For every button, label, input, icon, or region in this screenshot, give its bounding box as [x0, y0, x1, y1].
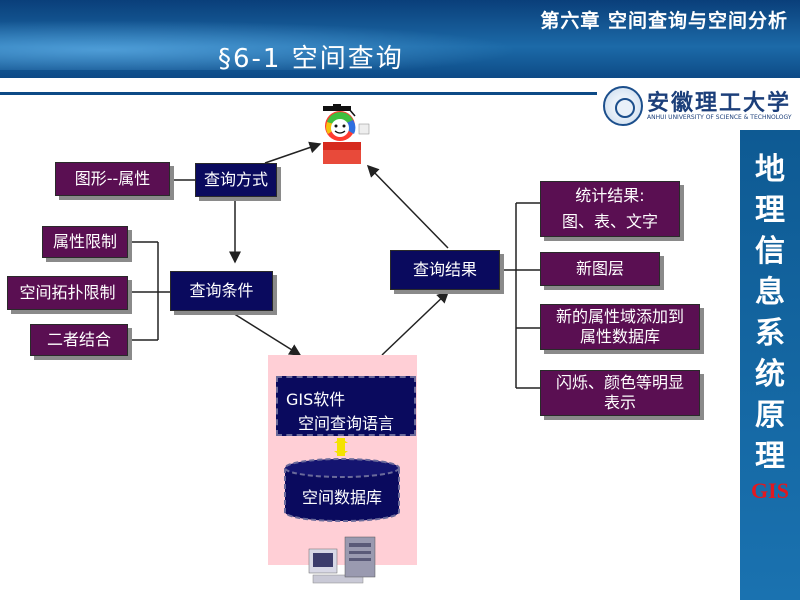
stat-result-line2: 图、表、文字	[561, 212, 658, 231]
gis-software-label: GIS软件	[286, 390, 346, 409]
course-sidebar: 地 理 信 息 系 统 原 理 GIS	[740, 130, 800, 600]
query-result-box: 查询结果	[390, 250, 500, 290]
sidebar-char: 信	[755, 234, 785, 269]
attr-limit-label: 属性限制	[52, 232, 117, 251]
query-method-box: 查询方式	[195, 163, 277, 197]
new-attr-box: 新的属性域添加到 属性数据库	[540, 304, 700, 350]
sidebar-char: 系	[755, 316, 785, 351]
double-arrow-icon	[334, 438, 348, 456]
flash-display-line2: 表示	[603, 393, 636, 412]
arrow-condition-to-panel	[227, 309, 302, 356]
new-attr-line2: 属性数据库	[579, 327, 660, 346]
flash-display-line1: 闪烁、颜色等明显	[555, 373, 684, 392]
new-attr-line1: 新的属性域添加到	[555, 307, 684, 326]
flash-display-box: 闪烁、颜色等明显 表示	[540, 370, 700, 416]
arrow-panel-to-result	[381, 290, 450, 356]
database-cylinder-icon	[284, 458, 400, 522]
query-method-label: 查询方式	[203, 170, 268, 189]
arrow-result-to-mascot	[366, 164, 449, 249]
arrow-method-to-mascot	[264, 141, 322, 164]
university-seal-icon	[603, 86, 643, 126]
new-layer-box: 新图层	[540, 252, 660, 286]
sidebar-char: 地	[755, 152, 785, 187]
sidebar-char: 原	[755, 398, 785, 433]
spatial-topo-limit-box: 空间拓扑限制	[7, 276, 128, 310]
slide-header: 第六章 空间查询与空间分析 §6-1 空间查询	[0, 0, 800, 78]
query-result-label: 查询结果	[412, 260, 477, 279]
combined-box: 二者结合	[30, 324, 128, 356]
sidebar-char: 理	[755, 193, 785, 228]
header-rule	[0, 92, 740, 95]
sidebar-char: 统	[755, 357, 785, 392]
chapter-title: 第六章 空间查询与空间分析	[540, 10, 788, 32]
slide-title: §6-1 空间查询	[218, 44, 404, 74]
combined-label: 二者结合	[46, 330, 111, 349]
header-light-streak	[0, 20, 520, 70]
university-name-en: ANHUI UNIVERSITY OF SCIENCE & TECHNOLOGY	[647, 114, 792, 121]
gis-software-box: GIS软件 空间查询语言	[276, 376, 416, 436]
query-condition-box: 查询条件	[170, 271, 273, 311]
graduate-mascot-icon	[323, 104, 370, 164]
attr-limit-box: 属性限制	[42, 226, 128, 258]
stat-result-line1: 统计结果:	[575, 186, 645, 205]
sidebar-gis: GIS	[751, 478, 789, 503]
computer-icon	[308, 536, 376, 584]
sidebar-char: 理	[755, 439, 785, 474]
spatial-query-lang-label: 空间查询语言	[298, 414, 395, 433]
university-logo: 安徽理工大学 ANHUI UNIVERSITY OF SCIENCE & TEC…	[597, 82, 800, 130]
graphic-attribute-box: 图形--属性	[55, 162, 170, 196]
query-condition-label: 查询条件	[189, 281, 254, 300]
spatial-topo-limit-label: 空间拓扑限制	[19, 283, 116, 302]
spatial-db-label: 空间数据库	[301, 488, 382, 507]
graphic-attribute-label: 图形--属性	[74, 169, 151, 188]
stat-result-box: 统计结果: 图、表、文字	[540, 181, 680, 237]
university-name-cn: 安徽理工大学	[647, 90, 792, 116]
new-layer-label: 新图层	[575, 259, 624, 278]
sidebar-char: 息	[755, 275, 785, 310]
